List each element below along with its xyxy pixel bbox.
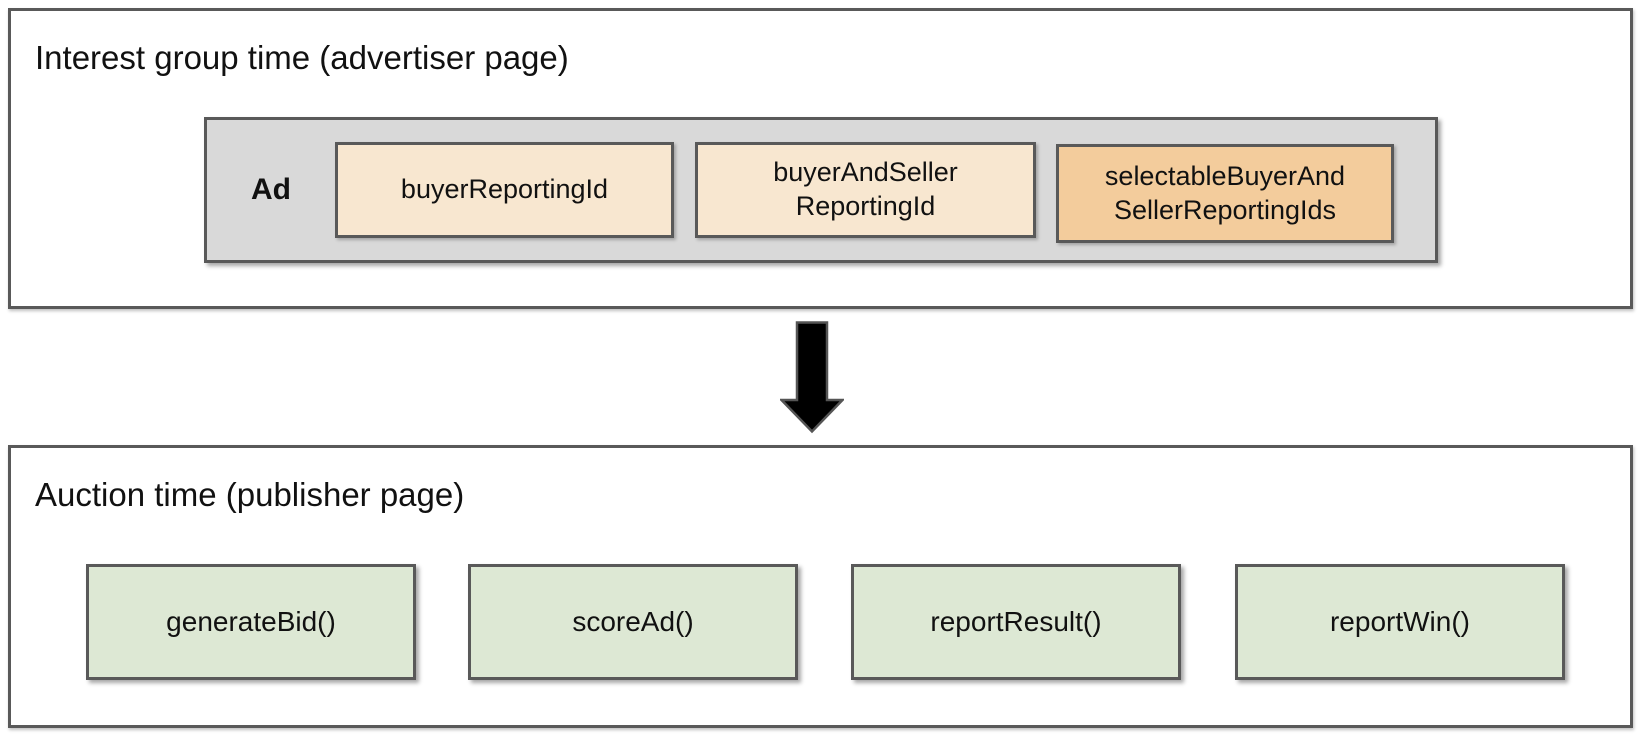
report-win-box: reportWin() bbox=[1235, 564, 1565, 680]
auction-section-title: Auction time (publisher page) bbox=[35, 476, 465, 513]
buyer-and-seller-reporting-id-box: buyerAndSeller ReportingId bbox=[695, 142, 1036, 238]
down-arrow-icon bbox=[778, 321, 846, 434]
interest-group-section: Interest group time (advertiser page) Ad… bbox=[8, 8, 1633, 309]
generate-bid-box: generateBid() bbox=[86, 564, 416, 680]
selectable-buyer-and-seller-reporting-ids-box: selectableBuyerAnd SellerReportingIds bbox=[1056, 144, 1394, 243]
score-ad-box: scoreAd() bbox=[468, 564, 798, 680]
buyer-reporting-id-box: buyerReportingId bbox=[335, 142, 674, 238]
auction-section: Auction time (publisher page) generateBi… bbox=[8, 445, 1633, 728]
ad-container: Ad buyerReportingId buyerAndSeller Repor… bbox=[204, 117, 1438, 263]
report-result-box: reportResult() bbox=[851, 564, 1181, 680]
ad-label: Ad bbox=[251, 173, 291, 206]
interest-group-section-title: Interest group time (advertiser page) bbox=[35, 39, 569, 76]
